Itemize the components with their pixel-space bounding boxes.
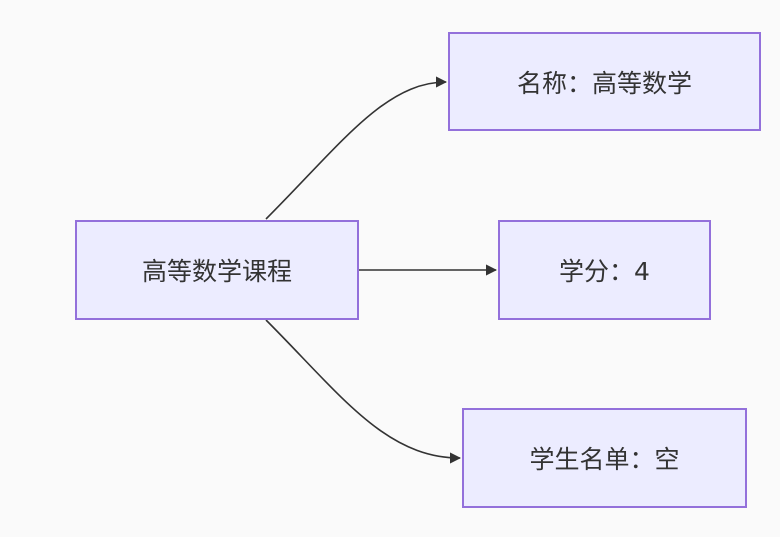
node-credits: 学分：4: [498, 220, 711, 320]
edge-root-to-students: [265, 319, 462, 464]
node-credits-label: 学分：4: [559, 257, 650, 286]
node-name: 名称：高等数学: [448, 32, 761, 131]
node-course-label: 高等数学课程: [141, 257, 292, 286]
node-student-list: 学生名单：空: [462, 408, 747, 508]
node-course: 高等数学课程: [75, 220, 359, 320]
node-student-list-label: 学生名单：空: [529, 445, 680, 474]
node-name-label: 名称：高等数学: [516, 68, 692, 98]
edge-root-to-name: [265, 76, 448, 220]
